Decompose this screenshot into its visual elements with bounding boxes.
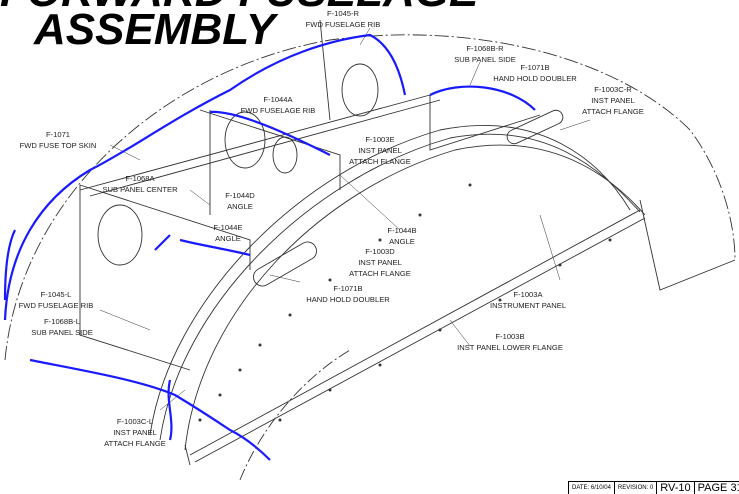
revision-field: REVISION: 0 — [615, 482, 658, 494]
hand-hold-doubler-right — [506, 109, 564, 145]
model-field: RV-10 — [657, 482, 695, 494]
rib-left — [79, 184, 251, 371]
page-title-line1: FORWARD FUSELAGE — [0, 0, 478, 17]
blue-markup — [3, 33, 536, 461]
hand-hold-doubler-left — [253, 241, 317, 287]
instrument-panel-outline — [149, 125, 631, 436]
page-field: PAGE 31-1 — [695, 482, 739, 494]
page-title-line2: ASSEMBLY — [34, 5, 276, 54]
date-field: DATE: 6/10/04 — [569, 482, 615, 494]
title-block: DATE: 6/10/04 REVISION: 0 RV-10 PAGE 31-… — [568, 481, 739, 494]
top-skin-outline — [4, 34, 736, 361]
lower-flange — [184, 209, 646, 466]
